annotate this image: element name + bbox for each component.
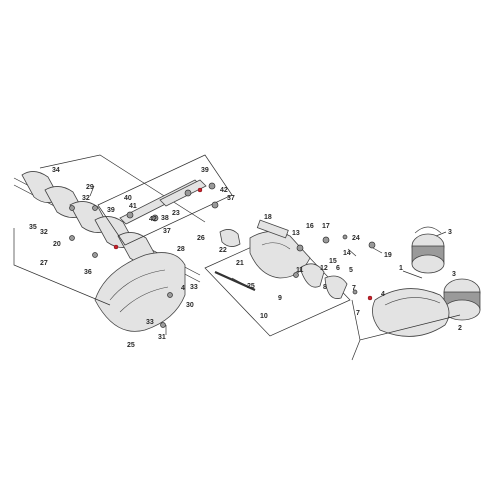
callout-32a: 32: [82, 195, 90, 202]
callout-29: 29: [86, 184, 94, 191]
callout-42b: 42: [220, 187, 228, 194]
callout-25a: 25: [247, 283, 255, 290]
callout-18: 18: [264, 214, 272, 221]
callout-21: 21: [236, 260, 244, 267]
callout-9: 9: [278, 295, 282, 302]
callout-34: 34: [52, 167, 60, 174]
callout-17: 17: [322, 223, 330, 230]
callout-22: 22: [219, 247, 227, 254]
callout-32b: 32: [40, 229, 48, 236]
callout-26: 26: [197, 235, 205, 242]
callout-38: 38: [161, 215, 169, 222]
callout-24: 24: [352, 235, 360, 242]
callout-4b: 4: [181, 285, 185, 292]
callout-41: 41: [129, 203, 137, 210]
callout-4a: 4: [381, 291, 385, 298]
callout-36: 36: [84, 269, 92, 276]
callout-33b: 33: [146, 319, 154, 326]
callout-6: 6: [336, 265, 340, 272]
callout-28: 28: [177, 246, 185, 253]
callout-39a: 39: [107, 207, 115, 214]
callout-3a: 3: [448, 229, 452, 236]
callout-3b: 3: [452, 271, 456, 278]
bracket-rail-assembly: [97, 154, 233, 246]
callout-8: 8: [323, 284, 327, 291]
callout-27: 27: [40, 260, 48, 267]
callout-37a: 37: [163, 228, 171, 235]
callout-19: 19: [384, 252, 392, 259]
callout-12: 12: [320, 265, 328, 272]
callout-31: 31: [158, 334, 166, 341]
callout-13: 13: [292, 230, 300, 237]
callout-10: 10: [260, 313, 268, 320]
callout-16: 16: [306, 223, 314, 230]
callout-labels: 1 2 3 3 4 4 5 6 7 7 8 9 10 11 12 13 14 1…: [29, 167, 462, 349]
callout-20: 20: [53, 241, 61, 248]
callout-35: 35: [29, 224, 37, 231]
callout-37b: 37: [227, 195, 235, 202]
callout-15: 15: [329, 258, 337, 265]
callout-14: 14: [343, 250, 351, 257]
callout-7b: 7: [356, 310, 360, 317]
callout-5: 5: [349, 267, 353, 274]
exhaust-manifold-assembly: [13, 154, 206, 332]
air-filter-assembly: [351, 226, 481, 361]
callout-42a: 42: [149, 216, 157, 223]
callout-25b: 25: [127, 342, 135, 349]
callout-40: 40: [124, 195, 132, 202]
callout-30: 30: [186, 302, 194, 309]
leader-lines: [89, 185, 447, 335]
callout-39b: 39: [201, 167, 209, 174]
callout-11: 11: [296, 267, 304, 274]
center-pipe-assembly: [204, 219, 376, 337]
callout-2: 2: [458, 325, 462, 332]
callout-23: 23: [172, 210, 180, 217]
callout-7a: 7: [352, 285, 356, 292]
callout-33a: 33: [190, 284, 198, 291]
callout-1: 1: [399, 265, 403, 272]
